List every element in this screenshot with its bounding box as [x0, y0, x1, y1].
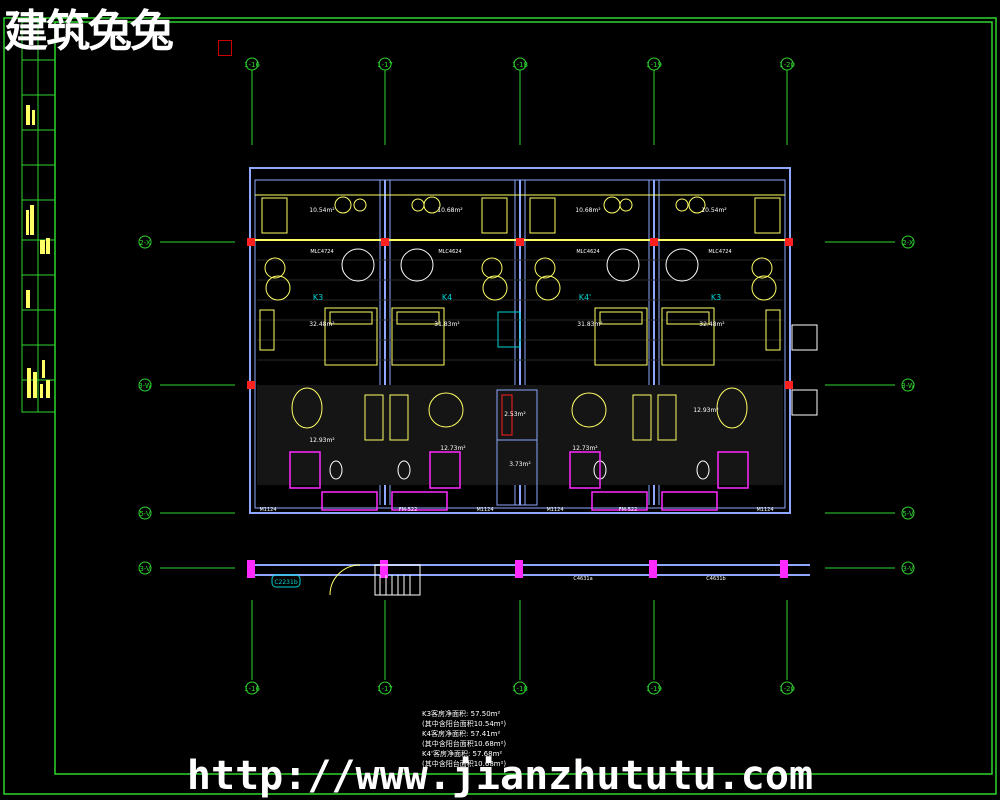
grid-label-right-2: 5-V — [902, 510, 914, 518]
room-type-3: K3 — [711, 293, 721, 302]
grid-label-right-3: 3-V — [902, 565, 914, 573]
area-notes: K3客房净面积: 57.50m² (其中含阳台面积10.54m²) K4客房净面… — [422, 709, 506, 769]
bath-area-3: 12.93m² — [693, 407, 719, 414]
east-balcony — [791, 324, 818, 351]
corridor-label-2: C4631b — [706, 576, 725, 582]
grid-label-right-1: 3-W — [901, 382, 915, 390]
grid-label-bottom-2: 1-18 — [512, 685, 528, 693]
note-line-1: (其中含阳台面积10.54m²) — [422, 720, 507, 728]
balcony-area-2: 10.68m² — [575, 207, 601, 214]
watermark-url: http://www.jianzhututu.com — [186, 753, 814, 799]
grid-label-bottom-3: 1-19 — [646, 685, 662, 693]
bedroom-furniture — [259, 248, 781, 366]
door-label-0: M1124 — [259, 507, 276, 513]
grid-label-top-0: 1-16 — [244, 61, 260, 69]
glass-panel — [497, 311, 521, 348]
grid-axes-vertical — [160, 70, 895, 680]
grid-label-left-2: 5-V — [139, 510, 151, 518]
grid-label-left-3: 3-V — [139, 565, 151, 573]
room-area-0: 32.48m² — [309, 321, 335, 328]
stair — [329, 564, 421, 596]
window-label-3: MLC4724 — [708, 249, 731, 255]
note-line-4: K4'客房净面积: 57.68m² — [422, 750, 503, 758]
grid-label-bottom-0: 1-16 — [244, 685, 260, 693]
grid-label-top-3: 1-19 — [646, 61, 662, 69]
grid-label-top-1: 1-17 — [377, 61, 393, 69]
note-line-2: K4客房净面积: 57.41m² — [422, 730, 501, 738]
room-type-2: K4' — [579, 293, 592, 302]
room-area-1: 31.83m² — [434, 321, 460, 328]
room-type-0: K3 — [313, 293, 323, 302]
note-line-5: (其中含阳台面积10.68m²) — [422, 760, 507, 768]
drawing-frame-outer — [3, 17, 997, 795]
corridor-label-0: C2231b — [274, 579, 297, 586]
balcony-area-1: 10.68m² — [437, 207, 463, 214]
grid-bubbles — [138, 57, 915, 695]
grid-label-top-4: 1-20 — [779, 61, 795, 69]
window-label-2: MLC4624 — [576, 249, 599, 255]
shaft-area-2: 3.73m² — [509, 461, 531, 468]
room-type-1: K4 — [442, 293, 452, 302]
grid-label-bottom-1: 1-17 — [377, 685, 393, 693]
grid-label-left-1: 3-W — [138, 382, 152, 390]
site-logo: 建筑兔兔 — [4, 6, 174, 57]
corridor-label-1: C4631a — [573, 576, 592, 582]
balcony-furniture — [261, 196, 781, 234]
shaft-core — [496, 389, 538, 506]
grid-label-right-0: 2-X — [902, 239, 914, 247]
door-label-3: M1124 — [546, 507, 563, 513]
window-label-1: MLC4624 — [438, 249, 461, 255]
note-line-0: K3客房净面积: 57.50m² — [422, 710, 501, 718]
bathroom-zone — [257, 385, 783, 485]
shower-partitions — [289, 451, 749, 511]
door-label-1: FM-522 — [399, 507, 418, 513]
bath-area-2: 12.73m² — [572, 445, 598, 452]
note-line-3: (其中含阳台面积10.68m²) — [422, 740, 507, 748]
balcony-area-3: 10.54m² — [701, 207, 727, 214]
door-label-5: M1124 — [756, 507, 773, 513]
door-label-4: FM-522 — [619, 507, 638, 513]
grid-label-left-0: 2-X — [139, 239, 151, 247]
balcony-area-0: 10.54m² — [309, 207, 335, 214]
window-label-0: MLC4724 — [310, 249, 333, 255]
shaft-area-1: 2.53m² — [504, 411, 526, 418]
title-block-marks — [26, 105, 50, 398]
east-balcony-2 — [791, 389, 818, 416]
grid-label-bottom-4: 1-20 — [779, 685, 795, 693]
room-area-3: 32.48m² — [699, 321, 725, 328]
red-seal-stamp — [218, 40, 232, 56]
grid-label-top-2: 1-18 — [512, 61, 528, 69]
bath-area-1: 12.73m² — [440, 445, 466, 452]
bath-area-0: 12.93m² — [309, 437, 335, 444]
room-area-2: 31.83m² — [577, 321, 603, 328]
columns — [247, 238, 793, 578]
corridor-tag-box — [271, 574, 301, 588]
door-label-2: M1124 — [476, 507, 493, 513]
